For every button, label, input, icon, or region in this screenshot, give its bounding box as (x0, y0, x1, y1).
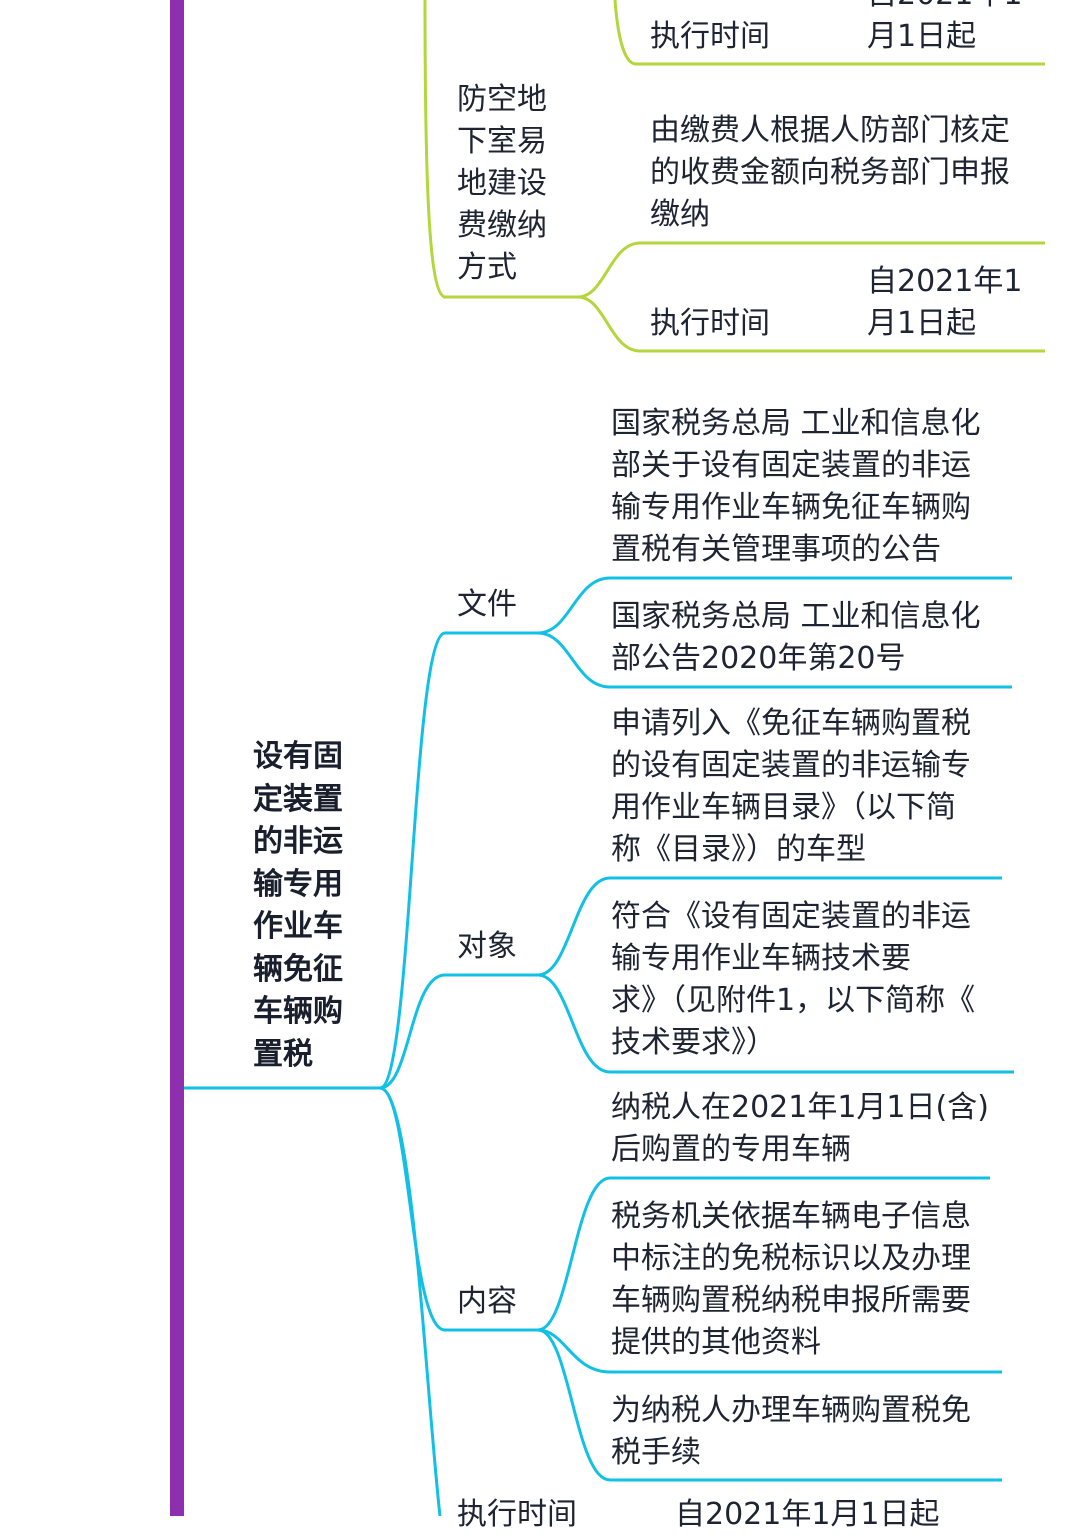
green-connector-leaf1 (577, 241, 1045, 299)
green-time-label: 执行时间 (650, 306, 770, 341)
green-branch-connector-upper (423, 0, 446, 299)
leaf-wenjian-2: 国家税务总局 工业和信息化 部公告2020年第20号 (611, 599, 981, 676)
branch-label-duixiang: 对象 (457, 929, 517, 964)
leaf-neirong-2: 税务机关依据车辆电子信息 中标注的免税标识以及办理 车辆购置税纳税申报所需要 提… (611, 1199, 971, 1360)
leaf-wenjian-1: 国家税务总局 工业和信息化 部关于设有固定装置的非运 输专用作业车辆免征车辆购 … (611, 406, 981, 567)
leaf-neirong-3: 为纳税人办理车辆购置税免 税手续 (611, 1393, 971, 1470)
partial-time-value: 自2021年1 月1日起 (867, 0, 1022, 54)
cyan-leaf-wenjian-2 (537, 631, 1012, 689)
cyan-leaf-duixiang-2 (537, 973, 1014, 1074)
green-connector-time (577, 295, 1045, 353)
cyan-connector-duixiang (379, 973, 538, 1090)
cyan-leaf-duixiang-1 (537, 876, 1002, 977)
partial-time-label: 执行时间 (650, 19, 770, 54)
green-branch-label: 防空地 下室易 地建设 费缴纳 方式 (457, 82, 547, 285)
cyan-connector-time (379, 1086, 442, 1516)
green-time-value: 自2021年1 月1日起 (867, 264, 1023, 341)
cyan-leaf-neirong-1 (537, 1176, 990, 1332)
leaf-duixiang-1: 申请列入《免征车辆购置税 的设有固定装置的非运输专 用作业车辆目录》（以下简 称… (611, 706, 971, 867)
leaf-neirong-1: 纳税人在2021年1月1日(含) 后购置的专用车辆 (611, 1090, 989, 1167)
branch-label-neirong: 内容 (457, 1284, 517, 1319)
branch-time-value: 自2021年1月1日起 (675, 1497, 940, 1532)
leaf-duixiang-2: 符合《设有固定装置的非运 输专用作业车辆技术要 求》（见附件1，以下简称《 技术… (611, 899, 976, 1060)
green-leaf-1: 由缴费人根据人防部门核定 的收费金额向税务部门申报 缴纳 (650, 113, 1010, 232)
main-topic-title: 设有固 定装置 的非运 输专用 作业车 辆免征 车辆购 置税 (253, 739, 343, 1072)
branch-label-time: 执行时间 (457, 1497, 577, 1532)
green-underline-time-top (613, 0, 1045, 66)
cyan-leaf-neirong-2 (537, 1328, 1002, 1374)
cyan-connector-wenjian (379, 631, 538, 1090)
cyan-leaf-neirong-3 (537, 1328, 1002, 1482)
branch-label-wenjian: 文件 (457, 587, 517, 622)
cyan-leaf-wenjian-1 (537, 576, 1012, 635)
main-trunk-line (170, 0, 184, 1516)
